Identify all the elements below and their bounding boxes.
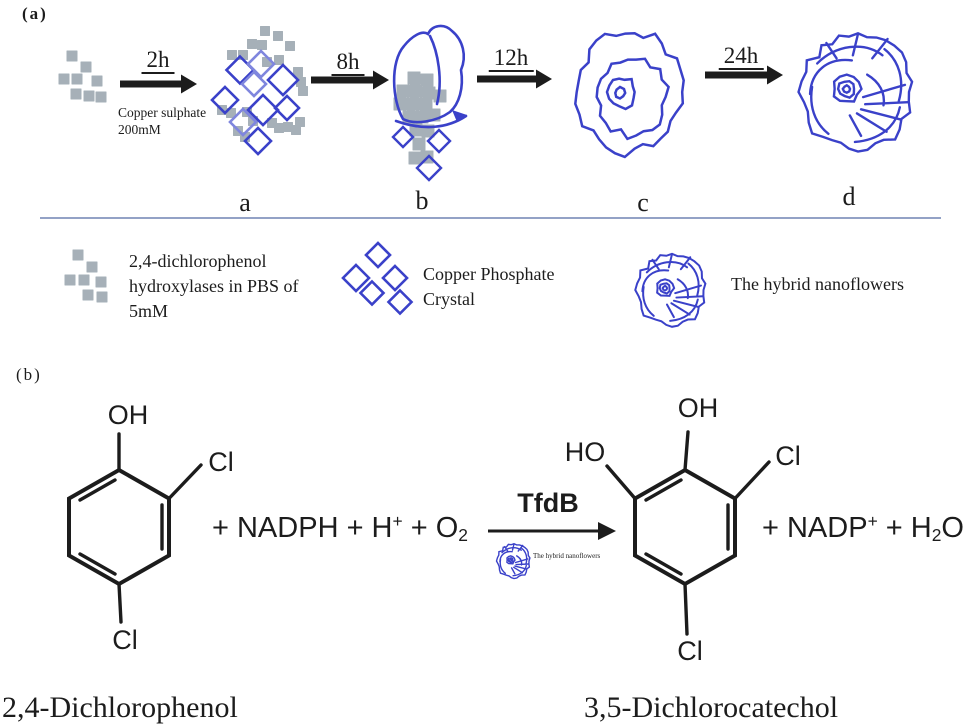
copper-phosphate-diamonds-icon	[341, 241, 414, 316]
bond-cl-ortho	[733, 460, 771, 501]
legend-enzyme-line2: hydroxylases in PBS of	[129, 276, 299, 296]
catalyst-note: The hybrid nanoflowers	[533, 552, 601, 560]
hybrid-nanoflower-icon	[634, 252, 707, 328]
stage-label-c: c	[637, 188, 649, 217]
legend-nanoflower-line1: The hybrid nanoflowers	[731, 274, 904, 294]
panel-b-label: (b)	[16, 365, 42, 384]
water-term: + H	[877, 512, 932, 544]
benzene-ring	[633, 467, 737, 587]
product-name: 3,5-Dichlorocatechol	[584, 691, 839, 724]
arrow-12h	[477, 69, 552, 89]
nadp-term: + NADP	[762, 512, 868, 544]
panel-a-label: (a)	[22, 4, 48, 23]
cofactors-left: + NADPH + H+ + O2	[212, 511, 468, 546]
double-bond	[78, 552, 117, 576]
catalyst-nanoflower-icon	[495, 542, 531, 580]
bond-cl-ortho	[167, 463, 203, 501]
double-bond	[644, 478, 683, 502]
stage-a-crystal-enzyme-mix	[210, 26, 308, 156]
bond-ho-left	[605, 464, 637, 501]
arrow-24h	[705, 65, 783, 85]
product-cl-ortho-label: Cl	[775, 440, 801, 471]
reactant-oh-label: OH	[107, 399, 149, 430]
product-structure	[605, 430, 771, 636]
water-oxygen: O	[941, 512, 964, 544]
legend-crystal-line1: Copper Phosphate	[423, 264, 555, 284]
legend-crystal-line2: Crystal	[423, 289, 475, 309]
legend-enzyme-line1: 2,4-dichlorophenol	[129, 251, 267, 271]
reactant-structure	[67, 432, 203, 624]
nadph-term: + NADPH + H	[212, 512, 393, 544]
proton-superscript: +	[392, 511, 403, 532]
stage-b-growing-nanoflower	[391, 24, 468, 182]
time-label-2h: 2h	[141, 47, 175, 75]
product-ho-left-label: HO	[564, 436, 606, 467]
stage-label-b: b	[415, 186, 429, 215]
stage-label-a: a	[239, 188, 251, 217]
double-bond	[644, 552, 683, 576]
cofactors-right: + NADP+ + H2O	[762, 511, 964, 546]
water-subscript: 2	[931, 525, 942, 546]
oxygen-term: + O	[402, 512, 459, 544]
legend-item-nanoflower: The hybrid nanoflowers	[731, 272, 904, 297]
bond-cl-para	[117, 582, 123, 624]
double-bond	[78, 478, 117, 502]
reactant-cl-para-label: Cl	[112, 624, 138, 655]
reactant-cl-ortho-label: Cl	[208, 446, 234, 477]
bond-cl-para	[683, 582, 689, 636]
legend-item-crystal: Copper Phosphate Crystal	[423, 262, 554, 312]
stage-d-full-nanoflower	[797, 32, 914, 153]
arrow-note: Copper sulphate 200mM	[118, 104, 206, 138]
arrow-note-line2: 200mM	[118, 122, 161, 137]
reaction-arrowhead	[598, 522, 616, 540]
oxygen-subscript: 2	[458, 525, 468, 546]
product-cl-para-label: Cl	[677, 635, 703, 666]
step-arrows	[120, 65, 783, 94]
reaction-arrow	[488, 522, 616, 540]
product-oh-label: OH	[677, 392, 719, 423]
enzyme-squares-icon	[64, 249, 108, 303]
benzene-ring	[67, 467, 171, 587]
reactant-name: 2,4-Dichlorophenol	[2, 691, 238, 724]
time-label-24h: 24h	[718, 43, 764, 71]
legend-item-enzyme: 2,4-dichlorophenol hydroxylases in PBS o…	[129, 249, 299, 324]
stage-c-nanoflower-outline	[574, 32, 685, 159]
arrow-8h	[311, 70, 389, 90]
time-label-8h: 8h	[331, 49, 365, 77]
legend-enzyme-line3: 5mM	[129, 301, 169, 321]
nadp-superscript: +	[867, 511, 878, 532]
arrow-2h	[120, 74, 197, 94]
bond-oh	[683, 430, 690, 472]
arrow-note-line1: Copper sulphate	[118, 105, 207, 120]
stage-label-d: d	[842, 182, 856, 211]
enzyme-squares-cluster	[58, 50, 107, 103]
time-label-12h: 12h	[488, 45, 534, 73]
catalyst-enzyme-label: TfdB	[517, 488, 579, 518]
